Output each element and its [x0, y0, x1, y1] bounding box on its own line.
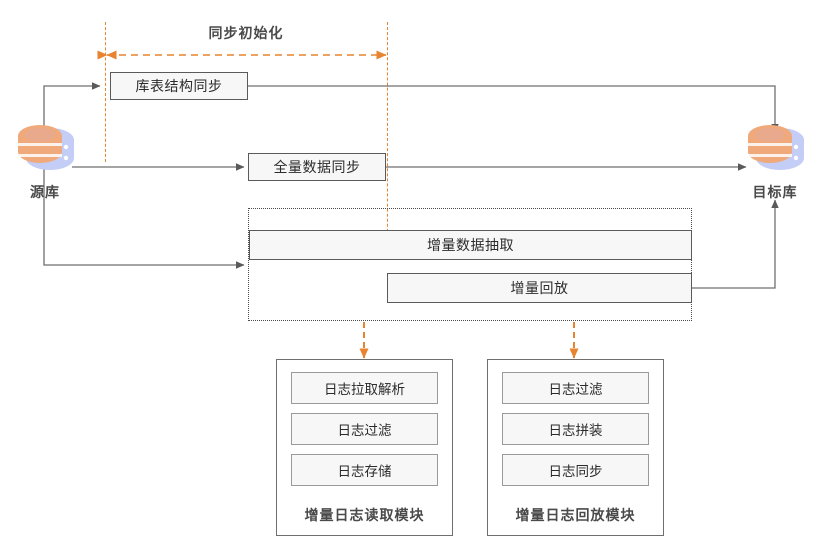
step-full-data-sync[interactable]: 全量数据同步 [248, 153, 386, 181]
module-item-log-storage[interactable]: 日志存储 [291, 454, 438, 486]
module-item-log-filter[interactable]: 日志过滤 [502, 372, 649, 404]
step-schema-sync[interactable]: 库表结构同步 [110, 72, 248, 100]
incremental-group-container [248, 208, 692, 321]
module-item-log-assemble[interactable]: 日志拼装 [502, 413, 649, 445]
database-icon [748, 125, 804, 170]
step-incremental-replay[interactable]: 增量回放 [387, 273, 692, 303]
target-database [744, 124, 806, 176]
module-title: 增量日志读取模块 [304, 507, 425, 523]
incremental-log-read-module: 日志拉取解析 日志过滤 日志存储 增量日志读取模块 [276, 359, 453, 536]
phase-guide-right [387, 22, 388, 252]
database-icon [18, 125, 74, 170]
step-incremental-extract[interactable]: 增量数据抽取 [249, 230, 692, 260]
module-title: 增量日志回放模块 [515, 507, 636, 523]
module-item-log-sync[interactable]: 日志同步 [502, 454, 649, 486]
target-database-label: 目标库 [752, 184, 798, 200]
incremental-log-replay-module: 日志过滤 日志拼装 日志同步 增量日志回放模块 [487, 359, 664, 536]
phase-label-sync-init: 同步初始化 [208, 25, 284, 41]
phase-guide-left [105, 22, 106, 162]
source-database-label: 源库 [30, 184, 60, 200]
source-database [14, 124, 76, 176]
module-item-log-pull-parse[interactable]: 日志拉取解析 [291, 372, 438, 404]
module-item-log-filter[interactable]: 日志过滤 [291, 413, 438, 445]
